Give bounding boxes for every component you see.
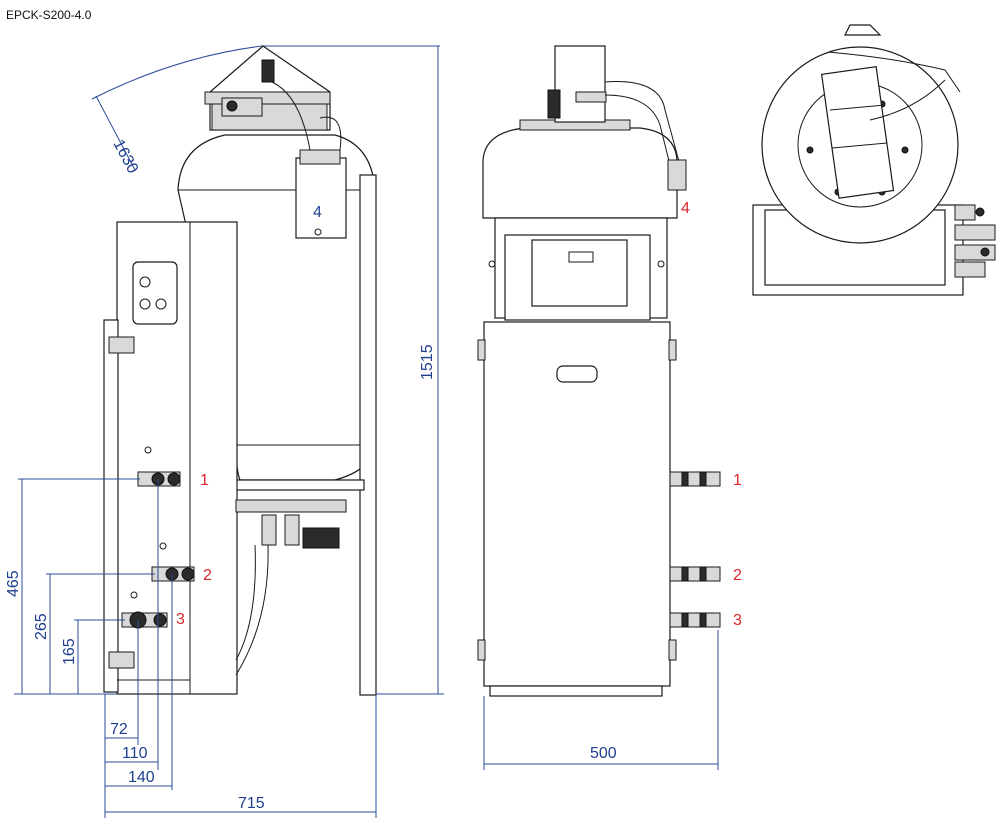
front-view: 4 1 2 3	[477, 45, 742, 770]
side-view: 1630	[5, 45, 444, 818]
front-connection-3	[669, 612, 721, 628]
front-callout-4: 4	[681, 200, 690, 217]
arc-dimension-label: 1630	[109, 137, 141, 176]
front-tank-dome	[482, 127, 678, 219]
control-panel	[132, 261, 178, 325]
top-view	[752, 24, 996, 296]
dim-140-label: 140	[128, 769, 155, 786]
dim-110-label: 110	[122, 745, 148, 762]
dim-465-label: 465	[5, 570, 22, 597]
callout-4: 4	[313, 204, 322, 221]
dim-715-label: 715	[238, 795, 265, 812]
connection-3	[121, 591, 168, 629]
outlet-4-bracket	[295, 157, 347, 239]
front-callout-3: 3	[733, 612, 742, 629]
front-cabinet	[483, 321, 671, 687]
arc-extension-line	[95, 95, 136, 171]
callout-3: 3	[176, 611, 185, 628]
front-connection-1	[669, 471, 721, 487]
callout-2: 2	[203, 567, 212, 584]
dim-165-label: 165	[61, 638, 78, 665]
front-connection-2	[669, 566, 721, 582]
rear-frame	[359, 174, 377, 696]
front-callout-1: 1	[733, 472, 742, 489]
safety-valve	[261, 59, 275, 83]
base-plate	[235, 479, 365, 491]
top-view-valve-block	[820, 66, 895, 199]
front-handle	[556, 365, 598, 383]
drawing-title: EPCK-S200-4.0	[6, 8, 92, 22]
drain-manifold	[235, 499, 347, 513]
dim-500-label: 500	[590, 745, 617, 762]
callout-1: 1	[200, 472, 209, 489]
height-dimension-label: 1515	[419, 344, 436, 380]
dim-72-label: 72	[110, 721, 128, 738]
front-valve-block	[554, 45, 606, 123]
dim-265-label: 265	[33, 613, 50, 640]
arc-dimension-line	[91, 45, 263, 100]
front-callout-2: 2	[733, 567, 742, 584]
